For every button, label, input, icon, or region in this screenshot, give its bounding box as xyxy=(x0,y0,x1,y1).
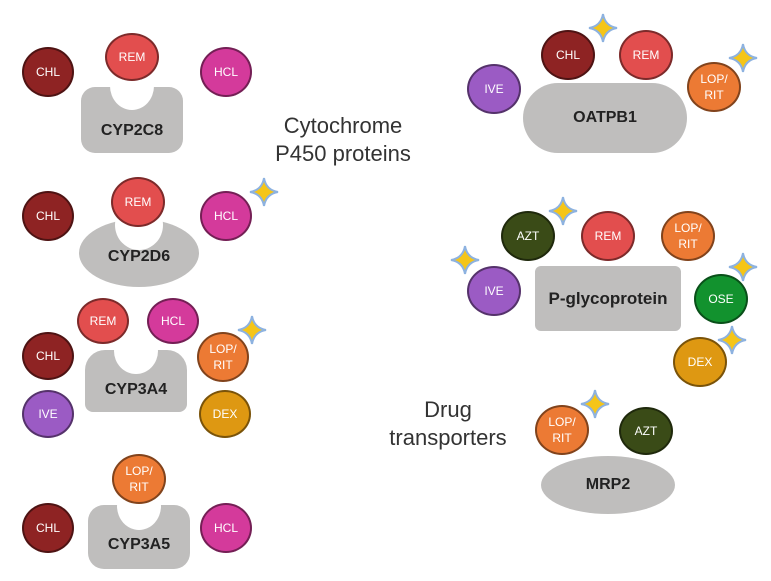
drug-chl: CHL xyxy=(22,503,74,553)
star-icon xyxy=(580,389,610,419)
p-glycoprotein-protein: P-glycoprotein xyxy=(535,266,681,331)
drug-ive: IVE xyxy=(467,266,521,316)
drug-chl: CHL xyxy=(541,30,595,80)
star-icon xyxy=(237,315,267,345)
drug-rem: REM xyxy=(111,177,165,227)
drug-hcl: HCL xyxy=(200,503,252,553)
oatpb1-protein: OATPB1 xyxy=(523,83,687,153)
drug-ive: IVE xyxy=(467,64,521,114)
cyp3a4-label: CYP3A4 xyxy=(104,381,168,398)
mrp2-label: MRP2 xyxy=(585,476,631,493)
drug-dex: DEX xyxy=(199,390,251,438)
star-icon xyxy=(450,245,480,275)
drug-azt: AZT xyxy=(501,211,555,261)
star-icon xyxy=(728,43,758,73)
drug-ive: IVE xyxy=(22,390,74,438)
drug-hcl: HCL xyxy=(147,298,199,344)
drug-hcl: HCL xyxy=(200,191,252,241)
drug-chl: CHL xyxy=(22,332,74,380)
drug-lop-rit: LOP/ RIT xyxy=(112,454,166,504)
drug-chl: CHL xyxy=(22,191,74,241)
drug-lop-rit: LOP/ RIT xyxy=(535,405,589,455)
drug-hcl: HCL xyxy=(200,47,252,97)
drug-transporters-label: Drug transporters xyxy=(389,397,507,450)
drug-lop-rit: LOP/ RIT xyxy=(661,211,715,261)
star-icon xyxy=(548,196,578,226)
drug-lop-rit: LOP/ RIT xyxy=(197,332,249,382)
drug-lop-rit: LOP/ RIT xyxy=(687,62,741,112)
cyp2d6-label: CYP2D6 xyxy=(107,248,171,265)
oatpb1-label: OATPB1 xyxy=(573,109,637,126)
drug-chl: CHL xyxy=(22,47,74,97)
star-icon xyxy=(728,252,758,282)
drug-azt: AZT xyxy=(619,407,673,455)
cytochrome-p450-label: Cytochrome P450 proteins xyxy=(275,113,411,166)
star-icon xyxy=(588,13,618,43)
star-icon xyxy=(249,177,279,207)
mrp2-protein: MRP2 xyxy=(541,456,675,514)
star-icon xyxy=(717,325,747,355)
drug-rem: REM xyxy=(619,30,673,80)
drug-dex: DEX xyxy=(673,337,727,387)
cyp2c8-label: CYP2C8 xyxy=(100,122,164,139)
drug-rem: REM xyxy=(581,211,635,261)
drug-rem: REM xyxy=(77,298,129,344)
p-glycoprotein-label: P-glycoprotein xyxy=(548,288,668,308)
cyp3a5-label: CYP3A5 xyxy=(107,536,171,553)
drug-rem: REM xyxy=(105,33,159,81)
drug-ose: OSE xyxy=(694,274,748,324)
